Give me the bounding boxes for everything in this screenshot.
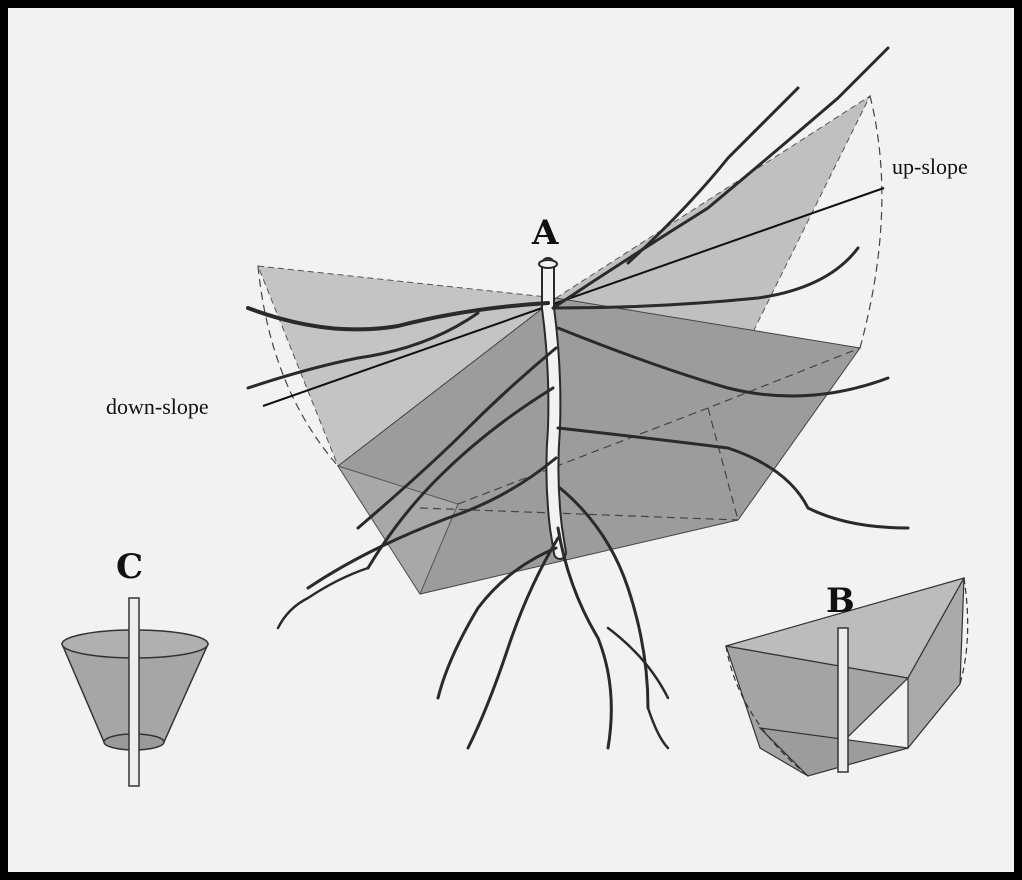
diagram-c: C [62,547,208,786]
cone-stem [129,598,139,786]
label-b: B [826,581,855,621]
wedge-stem [838,628,848,772]
taproot-top [539,260,557,268]
figure-frame: A up-slope down-slope C B [8,8,1014,872]
label-up-slope: up-slope [892,154,968,179]
root-system-diagram: A up-slope down-slope C B [8,8,1014,872]
label-a: A [531,213,559,253]
label-c: C [116,547,143,587]
diagram-b: B [726,578,968,776]
label-down-slope: down-slope [106,394,209,419]
